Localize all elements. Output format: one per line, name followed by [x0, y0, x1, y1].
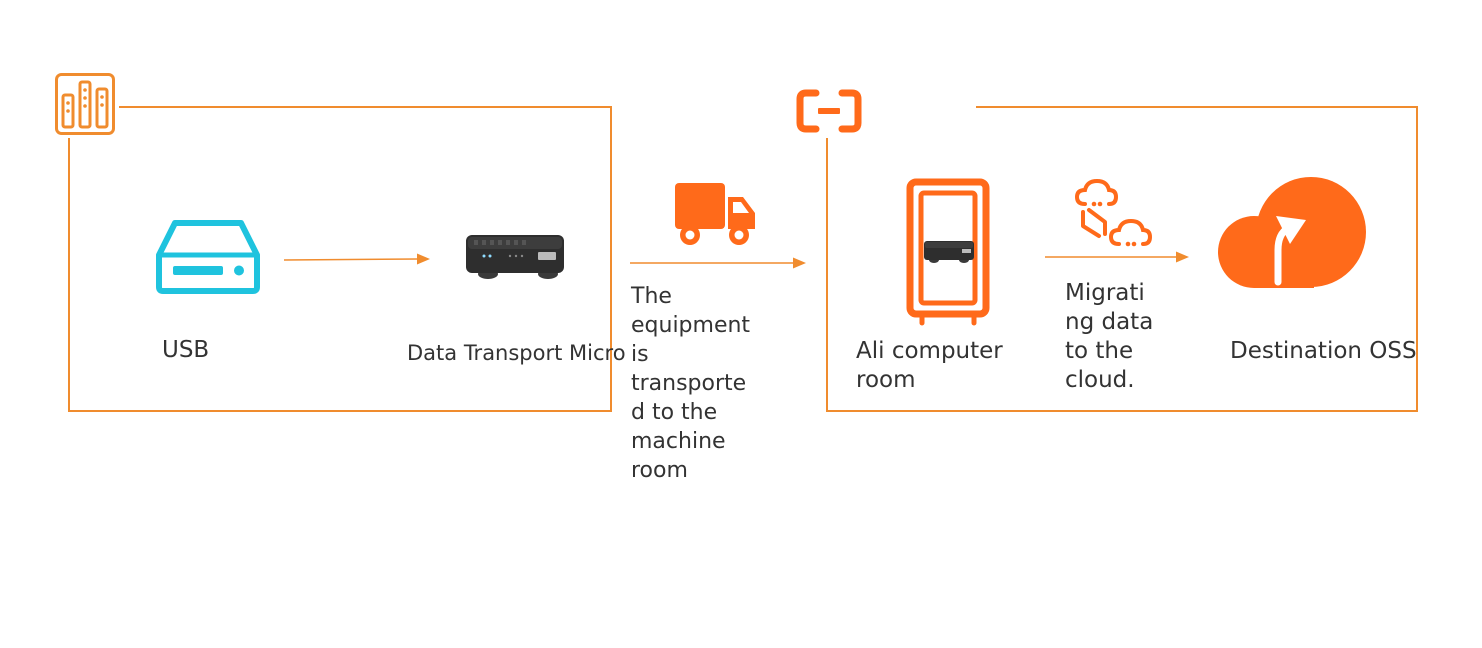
migrate-label-line: to the — [1065, 338, 1134, 364]
transport-label-line: d to the — [631, 400, 718, 425]
migrating-data-label: Migrati ng data to the cloud. — [1065, 279, 1153, 395]
data-transport-micro-label: Data Transport Micro — [407, 341, 626, 365]
migrate-label-line: ng data — [1065, 309, 1154, 335]
transport-label-line: equipment — [631, 313, 751, 338]
truck-icon — [675, 183, 755, 245]
room-label-line: Ali computer — [856, 338, 1003, 364]
arrow-usb-to-device — [283, 253, 430, 265]
server-rack-icon — [55, 73, 115, 135]
transport-label-line: machine — [631, 429, 726, 454]
transport-label-line: is — [631, 342, 649, 367]
right-group-frame — [826, 106, 1418, 412]
room-label-line: room — [856, 367, 916, 393]
arrow-transport — [630, 257, 806, 269]
server-cabinet-icon — [906, 178, 990, 326]
destination-oss-label: Destination OSS — [1230, 338, 1417, 364]
arrow-migrate — [1045, 251, 1189, 263]
transport-label-line: room — [631, 458, 688, 483]
usb-drive-icon — [156, 220, 260, 294]
transport-label-line: transporte — [631, 371, 747, 396]
migrate-label-line: cloud. — [1065, 367, 1135, 393]
cloud-migration-icon — [1074, 178, 1153, 247]
transport-label-line: The — [631, 284, 672, 309]
data-transport-device-small-icon — [924, 241, 974, 263]
alibaba-cloud-logo-icon — [796, 89, 862, 133]
cloud-upload-icon — [1218, 177, 1366, 288]
transport-label: The equipment is transporte d to the mac… — [631, 282, 750, 485]
ali-computer-room-label: Ali computer room — [856, 337, 1003, 395]
usb-label: USB — [162, 337, 210, 363]
migrate-label-line: Migrati — [1065, 280, 1145, 306]
data-transport-device-icon — [466, 235, 564, 279]
